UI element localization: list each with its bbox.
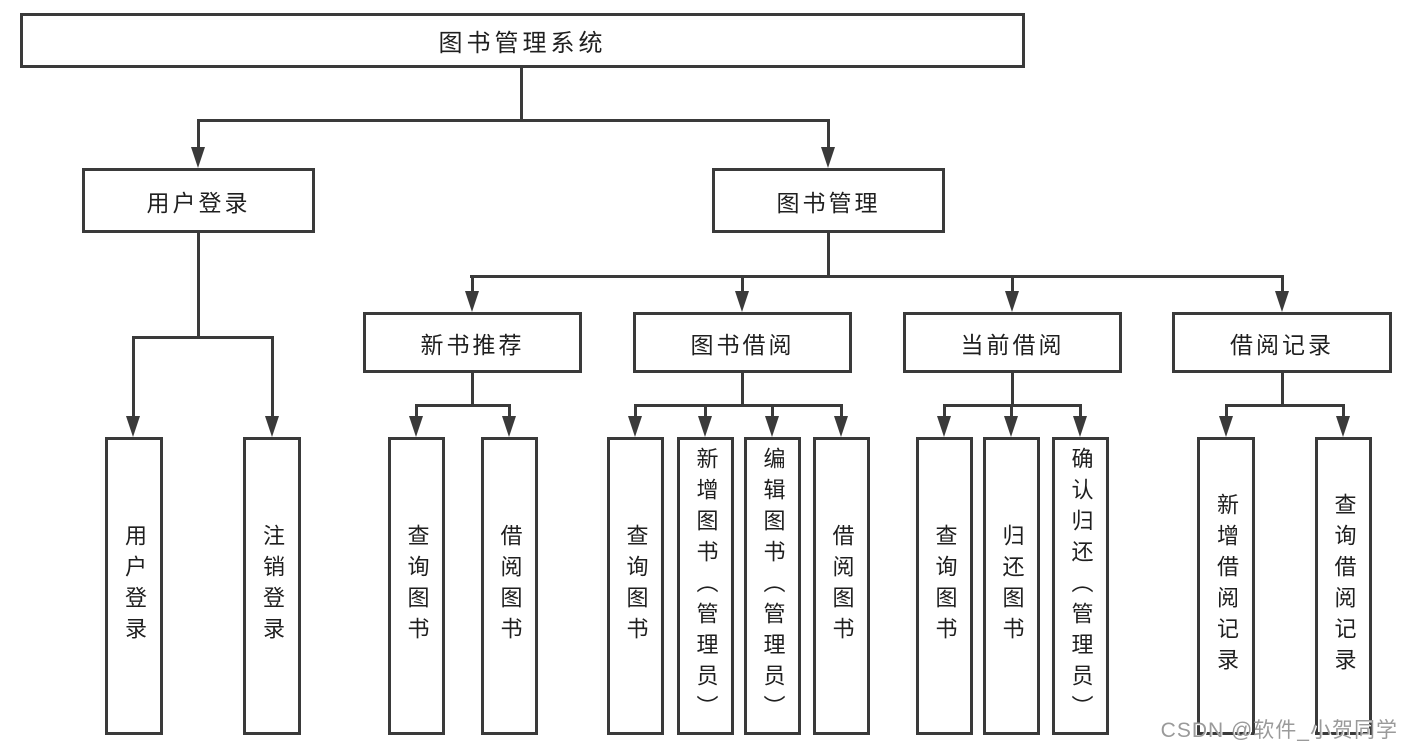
node-label: 借阅记录 xyxy=(1230,331,1334,358)
leaf-query-books-rec: 查询图书 xyxy=(388,437,445,735)
leaf-add-books-admin: 新增图书（管理员） xyxy=(677,437,734,735)
connector-line-v xyxy=(741,275,744,293)
node-user-login: 用户登录 xyxy=(82,168,315,233)
arrow-down-icon xyxy=(191,147,205,168)
arrow-down-icon xyxy=(1219,416,1233,437)
connector-line-v xyxy=(1225,404,1228,417)
node-label: 归还图书 xyxy=(999,524,1025,648)
arrow-down-icon xyxy=(126,416,140,437)
arrow-down-icon xyxy=(765,416,779,437)
connector-line-h xyxy=(132,336,274,339)
node-label: 查询图书 xyxy=(623,524,649,648)
connector-line-v xyxy=(827,119,830,149)
leaf-user-login: 用户登录 xyxy=(105,437,163,735)
connector-line-h xyxy=(197,119,830,122)
connector-line-v xyxy=(771,404,774,417)
node-label: 图书借阅 xyxy=(690,331,795,358)
node-label: 注销登录 xyxy=(260,524,285,648)
arrow-down-icon xyxy=(409,416,423,437)
leaf-borrow-books: 借阅图书 xyxy=(813,437,870,735)
node-label: 当前借阅 xyxy=(960,331,1065,358)
leaf-add-borrow-record: 新增借阅记录 xyxy=(1197,437,1255,735)
csdn-watermark: CSDN @软件_小贺同学 xyxy=(1160,719,1398,742)
node-book-borrowing: 图书借阅 xyxy=(633,312,852,373)
connector-line-v xyxy=(1011,275,1014,293)
node-label: 查询图书 xyxy=(404,524,430,648)
connector-line-v xyxy=(415,404,418,417)
node-new-book-recommendation: 新书推荐 xyxy=(363,312,582,373)
arrow-down-icon xyxy=(821,147,835,168)
node-label: 借阅图书 xyxy=(829,524,855,648)
node-label: 确认归还（管理员） xyxy=(1068,446,1094,726)
connector-line-v xyxy=(471,373,474,406)
arrow-down-icon xyxy=(735,291,749,312)
connector-line-v xyxy=(1342,404,1345,417)
node-label: 新增图书（管理员） xyxy=(693,446,719,726)
node-label: 查询借阅记录 xyxy=(1331,493,1357,679)
arrow-down-icon xyxy=(1004,416,1018,437)
connector-line-h xyxy=(470,275,1284,278)
connector-line-v xyxy=(520,68,523,121)
node-label: 查询图书 xyxy=(932,524,958,648)
arrow-down-icon xyxy=(1336,416,1350,437)
leaf-return-books: 归还图书 xyxy=(983,437,1040,735)
connector-line-v xyxy=(471,275,474,293)
connector-line-v xyxy=(1011,373,1014,406)
leaf-query-books-borrow: 查询图书 xyxy=(607,437,664,735)
connector-line-v xyxy=(1281,275,1284,293)
arrow-down-icon xyxy=(265,416,279,437)
arrow-down-icon xyxy=(465,291,479,312)
node-borrowing-records: 借阅记录 xyxy=(1172,312,1392,373)
arrow-down-icon xyxy=(1073,416,1087,437)
node-label: 用户登录 xyxy=(146,189,251,216)
connector-line-v xyxy=(943,404,946,417)
arrow-down-icon xyxy=(1005,291,1019,312)
connector-line-v xyxy=(741,373,744,406)
arrow-down-icon xyxy=(1275,291,1289,312)
node-root-library-management-system: 图书管理系统 xyxy=(20,13,1025,68)
arrow-down-icon xyxy=(698,416,712,437)
arrow-down-icon xyxy=(834,416,848,437)
connector-line-v xyxy=(197,233,200,339)
node-label: 图书管理系统 xyxy=(438,30,607,57)
node-label: 新书推荐 xyxy=(420,331,525,358)
node-label: 用户登录 xyxy=(122,524,147,648)
connector-line-h xyxy=(415,404,511,407)
connector-line-v xyxy=(1079,404,1082,417)
leaf-logout: 注销登录 xyxy=(243,437,301,735)
arrow-down-icon xyxy=(502,416,516,437)
connector-line-v xyxy=(1010,404,1013,417)
connector-line-v xyxy=(197,119,200,149)
node-label: 新增借阅记录 xyxy=(1214,493,1239,679)
leaf-edit-books-admin: 编辑图书（管理员） xyxy=(744,437,801,735)
node-current-borrowing: 当前借阅 xyxy=(903,312,1122,373)
connector-line-v xyxy=(634,404,637,417)
node-label: 借阅图书 xyxy=(497,524,523,648)
leaf-query-borrow-record: 查询借阅记录 xyxy=(1315,437,1372,735)
leaf-borrow-books-rec: 借阅图书 xyxy=(481,437,538,735)
connector-line-v xyxy=(704,404,707,417)
node-book-management: 图书管理 xyxy=(712,168,945,233)
arrow-down-icon xyxy=(937,416,951,437)
connector-line-v xyxy=(132,336,135,418)
connector-line-v xyxy=(1281,373,1284,406)
connector-line-v xyxy=(827,233,830,278)
arrow-down-icon xyxy=(628,416,642,437)
connector-line-v xyxy=(840,404,843,417)
connector-line-h xyxy=(1225,404,1345,407)
node-label: 图书管理 xyxy=(776,189,881,216)
connector-line-v xyxy=(508,404,511,417)
leaf-confirm-return-admin: 确认归还（管理员） xyxy=(1052,437,1109,735)
node-label: 编辑图书（管理员） xyxy=(760,446,786,726)
leaf-query-books-current: 查询图书 xyxy=(916,437,973,735)
connector-line-h xyxy=(634,404,843,407)
connector-line-v xyxy=(271,336,274,418)
